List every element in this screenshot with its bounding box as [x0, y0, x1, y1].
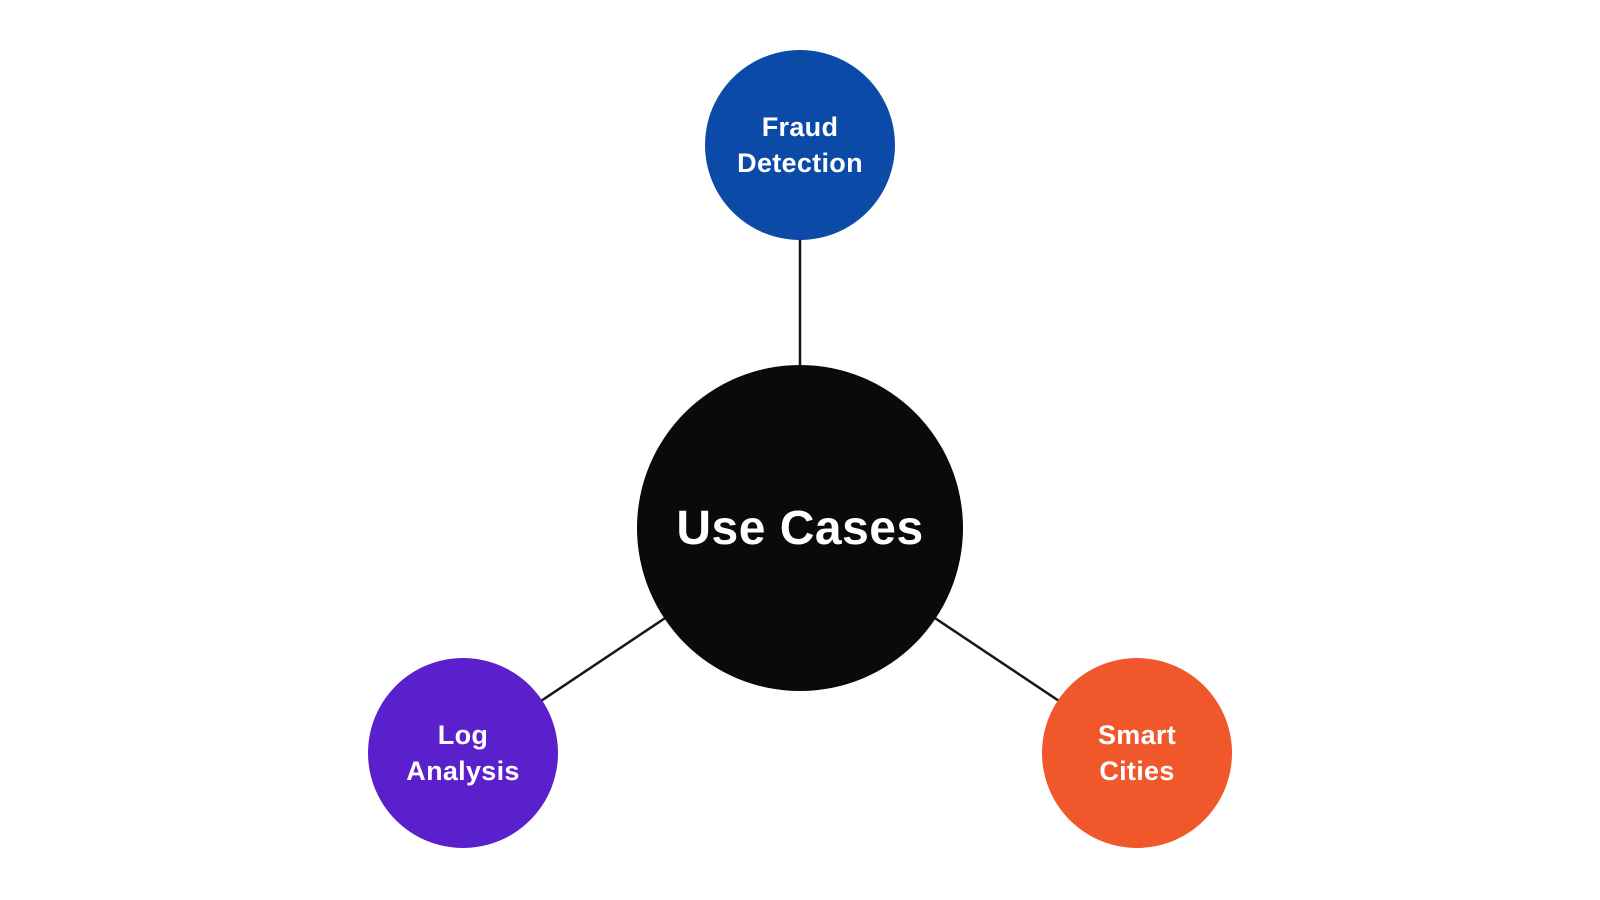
center-node-use-cases[interactable]: Use Cases	[637, 365, 963, 691]
node-log-analysis[interactable]: Log Analysis	[368, 658, 558, 848]
node-smart-cities[interactable]: Smart Cities	[1042, 658, 1232, 848]
node-label-line: Smart	[1097, 720, 1177, 750]
node-fraud-detection-label: Fraud Detection	[737, 109, 863, 181]
node-label-line: Cities	[1099, 756, 1175, 786]
node-label-line: Log	[437, 720, 489, 750]
node-label-line: Analysis	[406, 756, 520, 786]
node-label-line: Detection	[737, 148, 863, 178]
node-label-line: Fraud	[761, 112, 839, 142]
node-smart-cities-label: Smart Cities	[1098, 717, 1176, 789]
center-node-label: Use Cases	[676, 501, 924, 555]
node-log-analysis-label: Log Analysis	[406, 717, 519, 789]
node-fraud-detection[interactable]: Fraud Detection	[705, 50, 895, 240]
